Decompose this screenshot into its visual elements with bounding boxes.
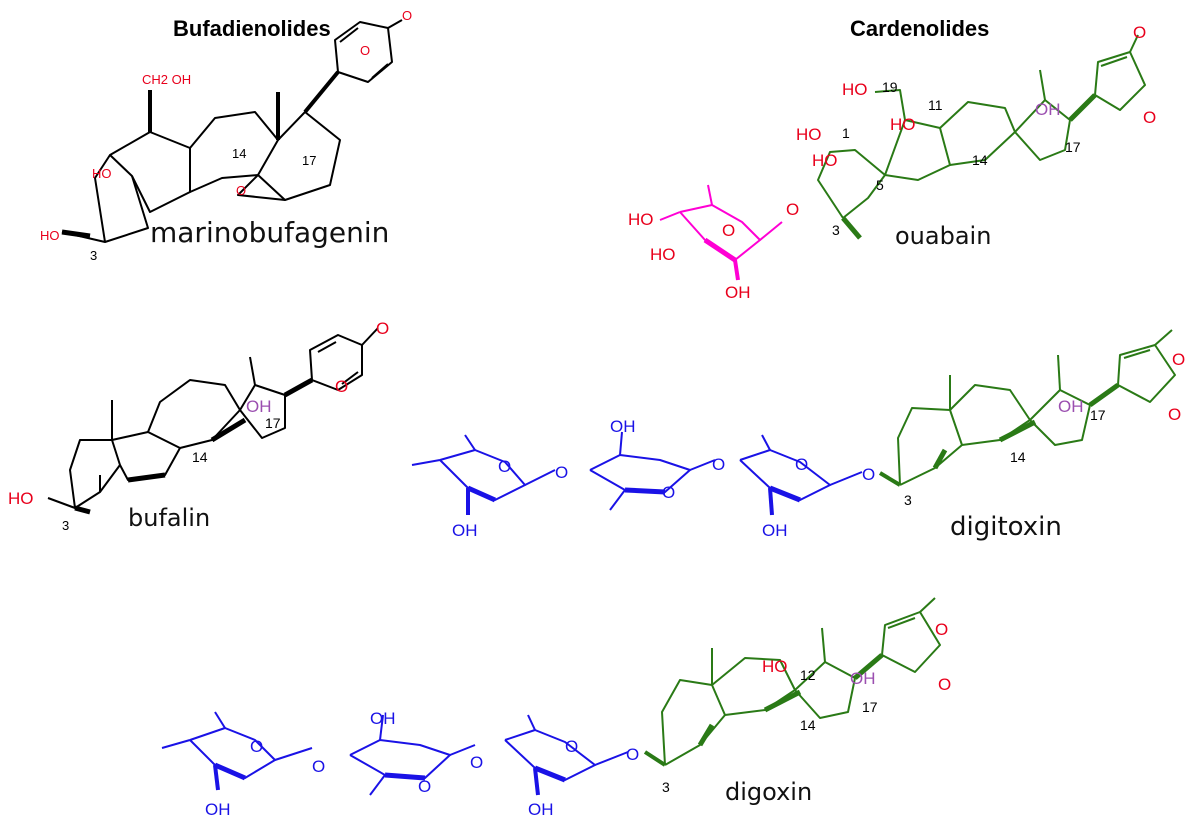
label-s3-oh: OH [762,521,788,540]
label-s2-oh: OH [610,417,636,436]
label-carbonyl-o: O [402,8,412,23]
label-c19: 19 [882,79,898,95]
heading-cardenolides: Cardenolides [850,16,990,41]
compound-name-ouabain: ouabain [895,222,992,250]
label-ho19: HO [842,80,868,99]
label-carbonyl-o: O [935,620,948,639]
label-c3: 3 [90,248,97,263]
label-s1-o: O [250,737,263,756]
compound-name-marinobufagenin: marinobufagenin [150,216,390,249]
label-c11: 11 [928,97,943,113]
label-c17: 17 [862,699,878,715]
label-ho3: HO [40,228,60,243]
label-s3-oh: OH [528,800,554,819]
digitoxin-steroid [878,329,1176,487]
compound-name-digitoxin: digitoxin [950,512,1062,542]
label-oh14: OH [1058,397,1084,416]
ouabain-sugar [659,184,783,281]
label-oh14: OH [246,397,272,416]
label-ho1: HO [796,125,822,144]
label-sugar-ho1: HO [628,210,654,229]
label-oh14: OH [1035,100,1061,119]
label-ho11: HO [890,115,916,134]
digoxin-labels: HO 12 OH 14 17 3 O O O O OH O OH O O O O… [205,620,951,819]
label-ho5: HO [92,166,112,181]
compound-name-bufalin: bufalin [128,504,211,532]
label-sugar-oh: OH [725,283,751,302]
label-carbonyl-o: O [1172,350,1185,369]
label-c17: 17 [265,415,281,431]
compound-name-digoxin: digoxin [725,778,813,806]
bufalin-structure [47,327,379,515]
label-s1-oh: OH [205,800,231,819]
label-s1-o: O [498,457,511,476]
label-s1-oh: OH [452,521,478,540]
label-ho12: HO [762,657,788,676]
label-c17: 17 [302,153,316,168]
label-ho5: HO [812,151,838,170]
label-ch2oh: CH2 OH [142,72,191,87]
bufalin-labels: HO 3 OH 14 17 O O [8,319,389,533]
label-c17: 17 [1065,139,1081,155]
label-ring-o: O [938,675,951,694]
label-c14: 14 [192,449,208,465]
label-link1-o: O [555,463,568,482]
label-c14: 14 [972,152,988,168]
label-c14: 14 [1010,449,1026,465]
label-glyco-o: O [786,200,799,219]
label-c3: 3 [904,492,912,508]
label-c1: 1 [842,125,850,141]
marinobufagenin-structure [61,19,403,243]
label-s3-o: O [795,455,808,474]
label-link2-o: O [470,753,483,772]
label-c14: 14 [800,717,816,733]
digitoxin-labels: OH 14 17 3 O O O O OH O OH O O O OH [452,350,1185,540]
label-ring-o: O [1143,108,1156,127]
label-sugar-ho2: HO [650,245,676,264]
label-ring-o: O [335,377,348,396]
label-c3: 3 [662,779,670,795]
label-ho3: HO [8,489,34,508]
label-s2-oh: OH [370,709,396,728]
label-s3-o: O [565,737,578,756]
label-link2-o: O [712,455,725,474]
label-c17: 17 [1090,407,1106,423]
label-c5: 5 [876,177,884,193]
label-ring-o: O [1168,405,1181,424]
label-c14: 14 [232,146,246,161]
digitoxin-sugars [411,431,863,516]
label-epoxide-o: O [236,183,246,198]
label-link1-o: O [312,757,325,776]
label-carbonyl-o: O [1133,23,1146,42]
ouabain-steroid [817,34,1146,240]
label-glyco-o: O [862,465,875,484]
label-sugar-o: O [722,221,735,240]
label-oh14: OH [850,669,876,688]
label-s2-o: O [662,483,675,502]
label-carbonyl-o: O [376,319,389,338]
label-c3: 3 [62,518,69,533]
digoxin-steroid [643,597,941,767]
digoxin-sugars [161,711,629,796]
label-c12: 12 [800,667,816,683]
heading-bufadienolides: Bufadienolides [173,16,331,41]
ouabain-labels: HO 19 HO 11 HO 1 HO 5 OH 14 17 O 3 O O H… [628,23,1156,302]
label-glyco-o: O [626,745,639,764]
label-s2-o: O [418,777,431,796]
label-ring-o: O [360,43,370,58]
label-c3: 3 [832,222,840,238]
marinobufagenin-labels: CH2 OH HO HO O O O 3 14 17 [40,8,412,263]
